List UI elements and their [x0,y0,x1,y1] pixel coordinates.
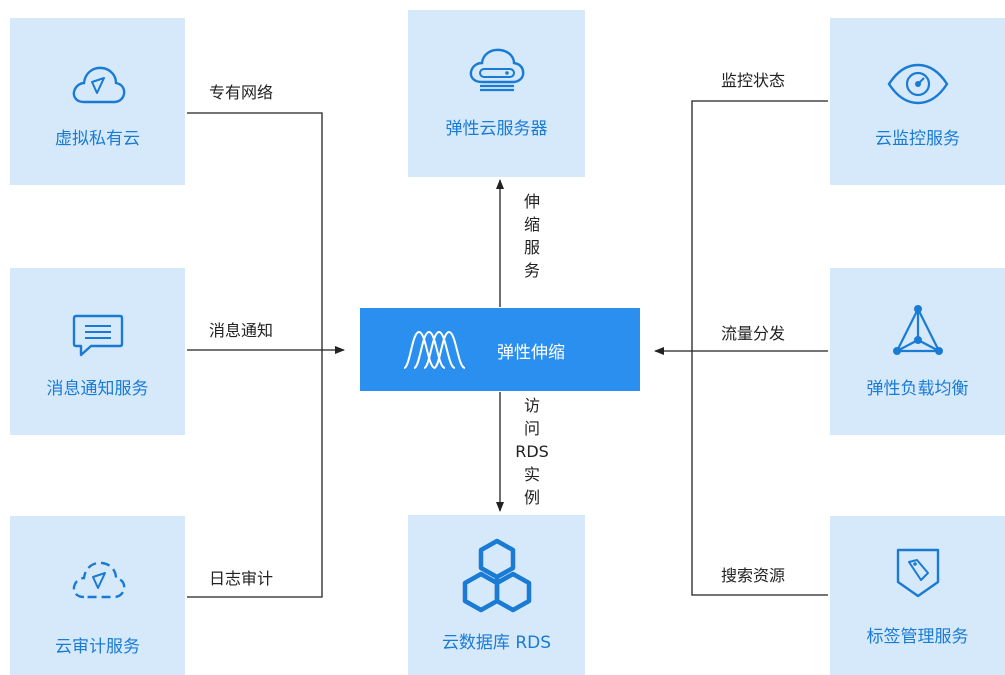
tag-icon [830,546,1005,600]
database-hexagon-icon [408,537,585,621]
edge-label-char: 实 [523,465,540,484]
node-ecs-label: 弹性云服务器 [445,119,548,139]
node-rds-label: 云数据库 RDS [441,633,552,653]
edge-ces-line [691,100,828,596]
edge-label-char: 务 [523,261,540,280]
edge-vpc-label: 专有网络 [209,83,274,102]
node-elb-label: 弹性负载均衡 [866,379,969,399]
edge-ces-label: 监控状态 [721,71,786,90]
edge-cts-label: 日志审计 [209,569,274,588]
edge-ecs-label: 伸缩服务 [521,190,543,282]
edge-tms-label: 搜索资源 [721,566,786,585]
node-tms-label: 标签管理服务 [866,627,969,647]
load-balancer-icon [830,304,1005,360]
cloud-audit-icon [10,556,185,602]
node-smn-label: 消息通知服务 [46,379,149,399]
cloud-server-icon [408,48,585,92]
message-icon [10,312,185,358]
node-ces: 云监控服务 [830,18,1005,185]
cloud-network-icon [10,62,185,106]
node-as-label: 弹性伸缩 [497,343,565,363]
edge-elb-label: 流量分发 [721,324,786,343]
eye-monitor-icon [830,62,1005,106]
node-cts-label: 云审计服务 [55,637,140,657]
node-cts: 云审计服务 [10,516,185,675]
edge-label-char: 服 [523,238,540,257]
edge-label-char: 访 [523,396,540,415]
edge-label-char: 问 [523,419,540,438]
node-elb: 弹性负载均衡 [830,268,1005,435]
edge-vpc-line [187,112,323,598]
node-vpc-label: 虚拟私有云 [55,129,140,149]
node-smn: 消息通知服务 [10,268,185,435]
node-tms: 标签管理服务 [830,516,1005,675]
node-ecs: 弹性云服务器 [408,10,585,177]
node-rds: 云数据库 RDS [408,515,585,675]
edge-label-char: 例 [523,488,540,507]
edge-label-char: 伸 [523,192,540,211]
edge-label-char: 缩 [523,215,540,234]
edge-rds-label: 访问 RDS 实例 [512,394,552,509]
wave-icon [402,328,472,376]
edge-smn-label: 消息通知 [209,321,274,340]
node-ces-label: 云监控服务 [875,129,960,149]
edge-label-char: RDS [515,442,549,461]
node-as: 弹性伸缩 [360,308,640,391]
node-vpc: 虚拟私有云 [10,18,185,185]
